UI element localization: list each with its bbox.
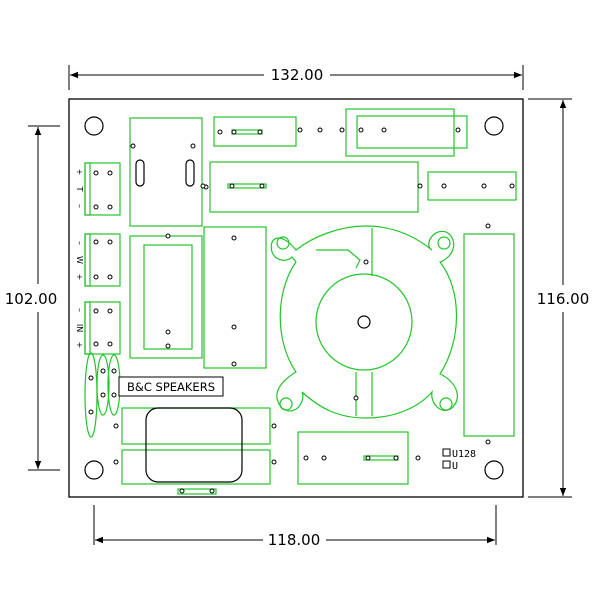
connector-in: – IN + [75, 301, 121, 355]
component-mid-tall [203, 226, 267, 369]
connector-in-plus: + [75, 342, 84, 349]
coil-inductor [270, 225, 458, 419]
dimension-left: 102.00 [5, 125, 60, 471]
connector-w-plus: + [75, 274, 84, 281]
component-top-right [339, 108, 468, 157]
connector-t-plus: + [75, 169, 84, 176]
ref-labels: U128 U [442, 448, 476, 472]
dimension-bottom-label: 118.00 [268, 531, 321, 549]
connector-t-name: T [75, 186, 84, 192]
ref-label-u128: U128 [452, 449, 476, 460]
dimension-right: 116.00 [528, 98, 590, 498]
brand-label: B&C SPEAKERS [127, 380, 215, 394]
resistor-top-1 [213, 116, 323, 147]
connector-in-name: IN [75, 324, 84, 332]
brand-label-box: B&C SPEAKERS [118, 376, 224, 397]
dimension-right-label: 116.00 [537, 290, 590, 308]
dimension-left-label: 102.00 [5, 290, 58, 308]
dimension-bottom: 118.00 [93, 505, 497, 549]
resistor-long [200, 161, 419, 213]
resistor-right [417, 171, 517, 201]
component-mid-left [129, 233, 203, 359]
dimension-top-label: 132.00 [271, 66, 324, 84]
connector-w-minus: – [75, 241, 84, 245]
component-top-left [129, 117, 209, 227]
pcb-board-outline [68, 98, 524, 498]
resistor-right-tall [463, 223, 515, 445]
connector-w: – W + [75, 233, 121, 287]
connector-t: + T – [75, 162, 121, 216]
dimension-top: 132.00 [68, 65, 524, 90]
mounting-holes [84, 116, 504, 480]
capacitor-large [113, 407, 277, 495]
connector-in-minus: – [75, 308, 84, 312]
connector-w-name: W [75, 256, 84, 264]
ref-label-u: U [452, 461, 458, 472]
connector-t-minus: – [75, 204, 84, 208]
resistor-bottom [297, 431, 421, 485]
